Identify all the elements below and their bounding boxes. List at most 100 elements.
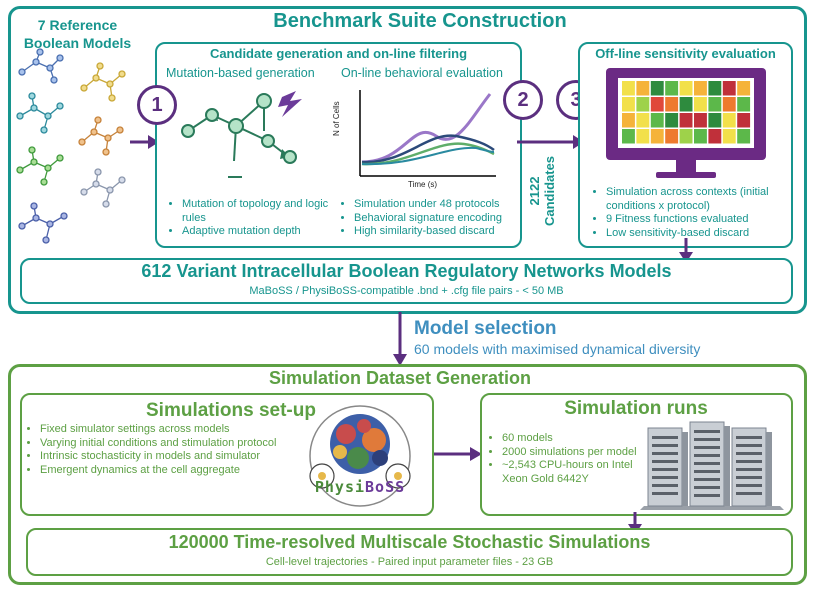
simulation-dataset-title: Simulation Dataset Generation [268, 368, 532, 388]
heatmap-cell [622, 113, 635, 128]
heatmap-cell [722, 81, 736, 96]
offline-bullet: 9 Fitness functions evaluated [606, 213, 802, 227]
heatmap-cell [679, 97, 693, 112]
simulation-setup-title: Simulations set-up [146, 400, 316, 421]
heatmap-cell [737, 113, 751, 128]
physiboss-wordmark-physi: Physi [314, 478, 366, 496]
heatmap-cell [636, 97, 650, 112]
network-icon-2 [80, 62, 126, 102]
heatmap-cell [708, 129, 722, 144]
heatmap-cell [737, 97, 751, 112]
heatmap-cell [694, 97, 707, 112]
heatmap-cell [636, 81, 650, 96]
setup-bullet: Fixed simulator settings across models [40, 423, 308, 437]
heatmap-cell [665, 81, 679, 96]
final-simulations-title: 120000 Time-resolved Multiscale Stochast… [168, 532, 651, 552]
online-bullet: Simulation under 48 protocols [354, 198, 534, 212]
heatmap-cell [694, 113, 707, 128]
heatmap-cell [650, 81, 664, 96]
online-header: On-line behavioral evaluation [341, 66, 503, 80]
setup-bullet: Varying initial conditions and stimulati… [40, 437, 308, 451]
server-rack-icon [640, 421, 784, 510]
candidate-generation-box [155, 42, 522, 248]
mutation-network-icon [181, 91, 302, 178]
setup-bullet: Emergent dynamics at the cell aggregate [40, 464, 308, 478]
heatmap-cell [694, 81, 707, 96]
runs-bullet: ~2,543 CPU-hours on Intel Xeon Gold 6442… [502, 459, 652, 486]
arrow-model-selection [393, 312, 407, 366]
heatmap-cell [650, 97, 664, 112]
candidates-word: Candidates [542, 155, 557, 227]
heatmap-cell [708, 81, 722, 96]
physiboss-wordmark: PhysiBoSS [300, 478, 420, 496]
heatmap-cell [665, 113, 679, 128]
mutation-bullet: Adaptive mutation depth [182, 225, 352, 239]
reference-models-label: 7 Reference Boolean Models [20, 16, 135, 52]
network-icon-1 [18, 48, 64, 84]
heatmap-cell [622, 81, 635, 96]
heatmap-cell [622, 97, 635, 112]
reference-models-line1: 7 Reference [37, 17, 118, 33]
setup-bullet: Intrinsic stochasticity in models and si… [40, 450, 308, 464]
plot-curve-navy [361, 134, 495, 164]
variant-models-box [20, 258, 793, 304]
offline-bullet: Simulation across contexts (initial cond… [606, 186, 802, 213]
candidate-generation-title: Candidate generation and on-line filteri… [209, 46, 468, 61]
arrow-to-runs [434, 447, 482, 461]
heatmap-cell [679, 113, 693, 128]
step-1-badge: 1 [137, 85, 177, 125]
heatmap-cell [650, 129, 664, 144]
plot-curve-teal [361, 146, 495, 166]
runs-bullets: 60 models 2000 simulations per model ~2,… [488, 432, 652, 486]
online-bullet: High similarity-based discard [354, 225, 534, 239]
physiboss-wordmark-boss: BoSS [365, 478, 406, 496]
online-bullet: Behavioral signature encoding [354, 212, 534, 226]
arrow-to-candidate [130, 135, 159, 149]
offline-sensitivity-title: Off-line sensitivity evaluation [595, 46, 776, 61]
benchmark-suite-title: Benchmark Suite Construction [273, 10, 567, 32]
heatmap-monitor-icon [606, 68, 766, 178]
candidates-label: 2122 Candidates [527, 146, 557, 236]
network-icon-5 [16, 146, 64, 186]
heatmap-cell [636, 129, 650, 144]
heatmap-cell [737, 81, 751, 96]
offline-bullet: Low sensitivity-based discard [606, 227, 802, 241]
network-icon-7 [18, 202, 68, 244]
final-simulations-subtitle: Cell-level trajectories - Paired input p… [265, 556, 554, 568]
reference-models-line2: Boolean Models [23, 35, 132, 51]
runs-bullet: 60 models [502, 432, 652, 446]
network-icon-4 [78, 116, 124, 156]
reference-networks-icon [16, 48, 126, 244]
network-icon-6 [80, 168, 126, 208]
heatmap-cell [722, 129, 736, 144]
heatmap-cell [679, 81, 693, 96]
heatmap-cell [722, 97, 736, 112]
final-simulations-box [26, 528, 793, 576]
simulation-runs-title: Simulation runs [564, 398, 708, 419]
heatmap-cell [722, 113, 736, 128]
physiboss-logo [309, 405, 411, 507]
heatmap-cell [665, 97, 679, 112]
heatmap-cell [694, 129, 707, 144]
online-bullets: Simulation under 48 protocols Behavioral… [340, 198, 534, 239]
heatmap-cell [708, 113, 722, 128]
model-selection-subtitle: 60 models with maximised dynamical diver… [414, 341, 701, 357]
plot-curve-purple [361, 93, 492, 164]
variant-models-subtitle: MaBoSS / PhysiBoSS-compatible .bnd + .cf… [249, 285, 564, 297]
model-selection-title: Model selection [414, 318, 557, 339]
setup-bullets: Fixed simulator settings across models V… [26, 423, 308, 477]
offline-bullets: Simulation across contexts (initial cond… [592, 186, 802, 240]
behavior-plot [359, 90, 496, 177]
runs-bullet: 2000 simulations per model [502, 446, 652, 460]
candidates-count: 2122 [527, 176, 542, 206]
heatmap-cell [737, 129, 751, 144]
heatmap-cell [636, 113, 650, 128]
variant-models-title: 612 Variant Intracellular Boolean Regula… [141, 261, 672, 281]
mutation-bullet: Mutation of topology and logic rules [182, 198, 352, 225]
arrow-to-variants [679, 238, 693, 263]
plot-xlabel: Time (s) [408, 180, 438, 189]
heatmap-cell [679, 129, 693, 144]
heatmap-cell [665, 129, 679, 144]
step-2-badge: 2 [503, 80, 543, 120]
heatmap-cell [622, 129, 635, 144]
